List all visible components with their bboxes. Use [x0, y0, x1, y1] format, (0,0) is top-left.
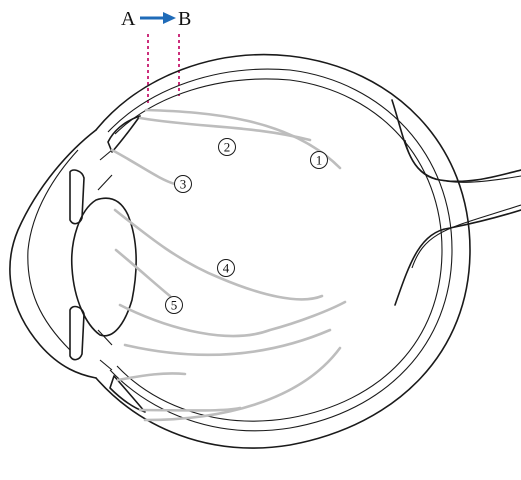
marker-5-label: 5: [171, 298, 178, 313]
marker-1-label: 1: [316, 153, 323, 168]
fiber: [120, 302, 345, 336]
fiber: [116, 250, 170, 296]
marker-2-label: 2: [224, 140, 231, 155]
marker-4: 4: [218, 260, 235, 277]
fiber: [125, 330, 330, 355]
choroid-layer: [108, 69, 452, 431]
marker-3: 3: [175, 176, 192, 193]
iris-lower: [70, 307, 84, 360]
marker-2: 2: [219, 139, 236, 156]
direction-arrow-head: [163, 12, 176, 24]
label-a: A: [121, 8, 136, 30]
fiber: [140, 118, 310, 140]
direction-indicator: A B: [121, 8, 191, 106]
label-b: B: [178, 8, 191, 30]
fiber: [115, 210, 322, 299]
fiber: [112, 150, 175, 184]
optic-nerve: [392, 100, 521, 305]
zonule-upper: [98, 150, 112, 190]
marker-3-label: 3: [180, 177, 187, 192]
marker-5: 5: [166, 297, 183, 314]
marker-4-label: 4: [223, 261, 230, 276]
marker-1: 1: [311, 152, 328, 169]
ciliary-body-upper: [108, 116, 140, 152]
fiber: [140, 408, 240, 411]
sclera-outline: [96, 55, 470, 448]
